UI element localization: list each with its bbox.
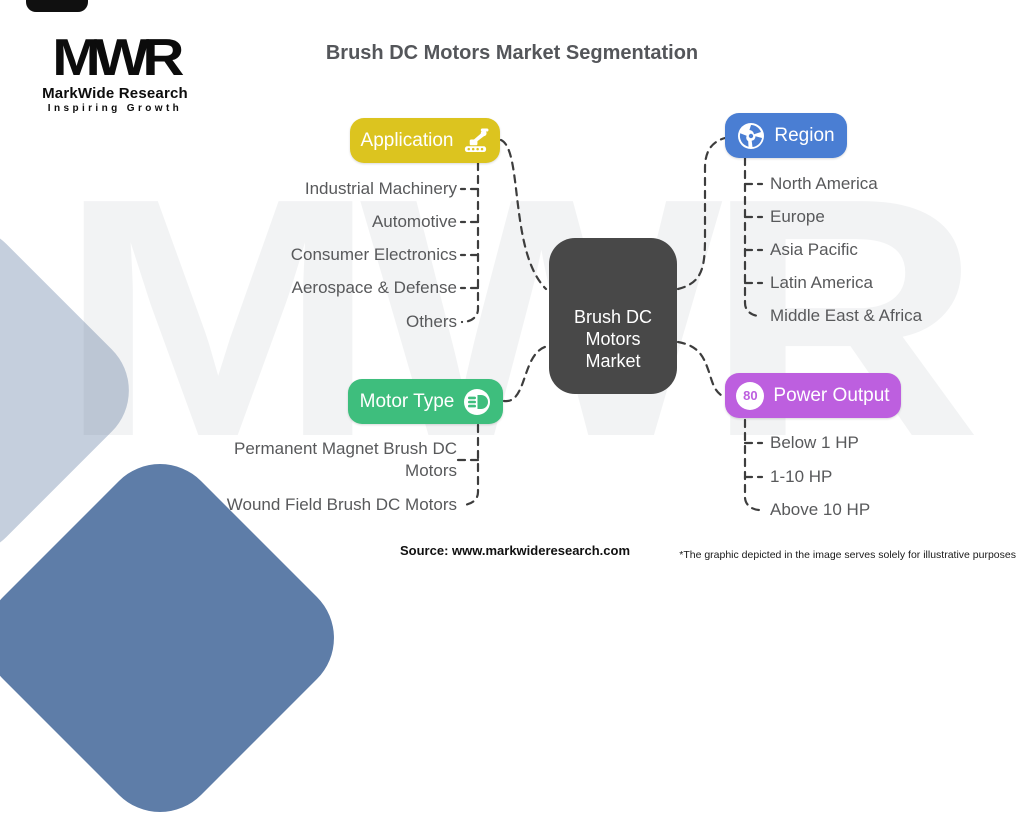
leaf-others: Others — [405, 312, 457, 331]
branch-node-region: Region — [725, 113, 847, 158]
leaf-industrial-machinery: Industrial Machinery — [304, 179, 457, 198]
wire-application-center — [499, 138, 548, 291]
wire-motor-spine — [460, 423, 480, 507]
leaf-aerospace-defense: Aerospace & Defense — [291, 278, 457, 297]
wire-power-spine — [743, 418, 762, 512]
leaf-latin-america: Latin America — [770, 273, 873, 292]
motor-icon — [463, 388, 491, 416]
robot-arm-icon — [462, 128, 489, 153]
logo-name: MarkWide Research — [42, 85, 188, 103]
wire-region-spine — [743, 156, 762, 318]
leaf-middle-east-africa: Middle East & Africa — [770, 306, 923, 325]
source-text: Source: www.markwideresearch.com — [400, 543, 631, 558]
leaf-permanent-magnet: Permanent Magnet Brush DC Motors — [234, 439, 457, 480]
wire-application-spine — [460, 161, 480, 324]
branch-node-application: Application — [350, 118, 500, 163]
leaf-1-10hp: 1-10 HP — [770, 467, 833, 486]
leaf-north-america: North America — [770, 174, 878, 193]
wire-region-center — [676, 136, 727, 291]
logo-tagline: Inspiring Growth — [47, 103, 183, 115]
disclaimer-text: *The graphic depicted in the image serve… — [679, 549, 1016, 561]
leaf-automotive: Automotive — [371, 212, 457, 231]
mwr-watermark: MWR — [58, 128, 982, 508]
branch-node-label: Power Output — [773, 384, 890, 406]
leaf-wound-field: Wound Field Brush DC Motors — [226, 495, 457, 514]
wire-motor-center — [502, 344, 550, 403]
globe-icon — [737, 122, 765, 150]
markwide-logo: MWR MarkWide Research Inspiring Growth — [30, 32, 200, 115]
gauge-80-icon: 80 — [736, 381, 765, 410]
branch-node-power-output: 80 Power Output — [725, 373, 901, 418]
branch-node-label: Region — [774, 124, 835, 146]
branch-node-label: Motor Type — [359, 390, 455, 412]
leaf-above-10hp: Above 10 HP — [770, 500, 871, 519]
wire-power-center — [676, 340, 726, 399]
leaf-below-1hp: Below 1 HP — [770, 433, 859, 452]
branch-node-label: Application — [360, 129, 454, 151]
connector-lines — [451, 136, 764, 512]
decor-corner-notch — [26, 0, 88, 12]
page-title: Brush DC Motors Market Segmentation — [325, 42, 699, 64]
leaf-consumer-electronics: Consumer Electronics — [290, 245, 457, 264]
leaf-europe: Europe — [770, 207, 825, 226]
branch-node-motor-type: Motor Type — [348, 379, 503, 424]
center-node-brush-dc-motors-market: Brush DC Motors Market — [549, 238, 677, 394]
logo-monogram: MWR — [52, 29, 184, 87]
leaf-asia-pacific: Asia Pacific — [770, 240, 858, 259]
